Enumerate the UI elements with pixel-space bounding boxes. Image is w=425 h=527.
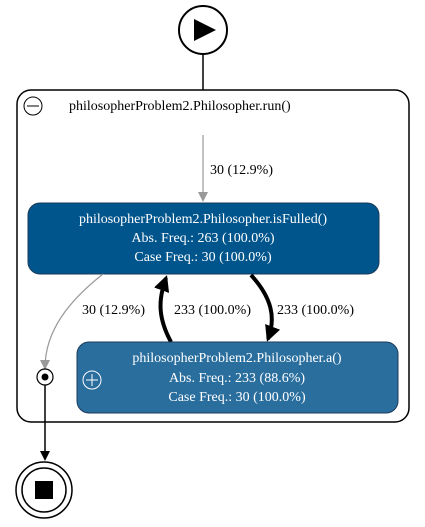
entry-edge-label: 30 (12.9%)	[210, 163, 273, 178]
subprocess-exit-point	[36, 368, 54, 386]
isfulled-case-freq: Case Freq.: 30 (100.0%)	[134, 250, 272, 265]
a-case-freq: Case Freq.: 30 (100.0%)	[168, 390, 306, 405]
loop-back-label: 233 (100.0%)	[174, 303, 251, 318]
expand-button[interactable]	[82, 370, 102, 390]
collapse-button[interactable]	[23, 96, 43, 116]
end-event[interactable]	[15, 461, 73, 519]
a-name: philosopherProblem2.Philosopher.a()	[132, 351, 342, 366]
plus-circle-icon	[82, 370, 102, 390]
loop-forward-label: 233 (100.0%)	[277, 303, 354, 318]
loop-back-edge	[154, 275, 173, 343]
exit-edge-label: 30 (12.9%)	[82, 303, 145, 318]
node-a[interactable]: philosopherProblem2.Philosopher.a() Abs.…	[76, 341, 399, 414]
subprocess-title: philosopherProblem2.Philosopher.run()	[69, 99, 291, 114]
loop-forward-edge	[249, 273, 281, 342]
stop-icon	[35, 481, 53, 499]
exit-edge	[40, 273, 104, 370]
isfulled-abs-freq: Abs. Freq.: 263 (100.0%)	[131, 231, 274, 246]
node-isfulled[interactable]: philosopherProblem2.Philosopher.isFulled…	[27, 202, 380, 275]
start-event[interactable]	[178, 5, 228, 55]
a-abs-freq: Abs. Freq.: 233 (88.6%)	[169, 371, 305, 386]
isfulled-name: philosopherProblem2.Philosopher.isFulled…	[79, 212, 327, 227]
play-icon	[194, 19, 216, 41]
